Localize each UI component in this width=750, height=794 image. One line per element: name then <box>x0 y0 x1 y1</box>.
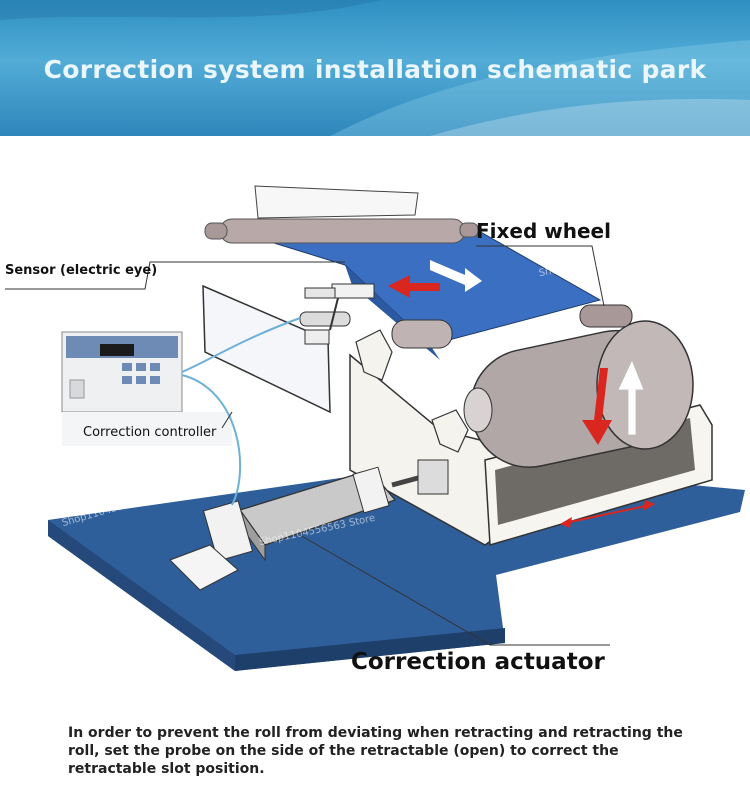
description-caption: In order to prevent the roll from deviat… <box>68 725 683 777</box>
guide-roller <box>579 304 633 328</box>
sensor-bracket-plate <box>202 284 331 414</box>
correction-actuator <box>169 459 449 591</box>
controller-display <box>100 344 134 356</box>
actuator-cable <box>181 374 242 506</box>
material-roll-end <box>596 320 694 450</box>
actuator-label: Correction actuator <box>351 649 605 675</box>
rear-roller <box>391 319 453 349</box>
web-direction-arrow-red <box>388 275 440 298</box>
roll-rotation-arrow-white <box>617 358 645 436</box>
fixed-wheel-shaft-left <box>204 222 228 240</box>
web-direction-arrow-white <box>430 260 482 292</box>
actuator-leader-line <box>299 534 610 646</box>
fixed-wheel-shaft-right <box>459 222 479 238</box>
fixed-wheel-leader-line <box>476 245 605 307</box>
controller-label-panel <box>62 412 232 446</box>
slide-arrow-head-left <box>560 517 572 528</box>
sensor-cable <box>181 317 301 373</box>
banner-wave-decoration <box>0 0 750 136</box>
sensor-electric-eye <box>299 283 375 345</box>
controller-leader-line <box>221 411 233 429</box>
slide-arrow <box>564 504 651 524</box>
correction-controller <box>61 331 183 413</box>
base-plate-front <box>235 628 505 671</box>
roll-shaft <box>463 387 493 433</box>
controller-label: Correction controller <box>83 425 217 440</box>
roll-rotation-arrow-red <box>582 368 612 445</box>
slide-arrow-head-right <box>643 500 655 511</box>
upper-sheet <box>254 185 419 219</box>
page-title: Correction system installation schematic… <box>43 55 707 84</box>
sensor-label: Sensor (electric eye) <box>5 263 158 278</box>
fixed-wheel-label: Fixed wheel <box>476 219 611 243</box>
installation-diagram <box>5 185 745 671</box>
fixed-wheel-roller <box>219 218 466 244</box>
base-plate-edge <box>48 520 235 671</box>
watermark: Shop1104556563 Store <box>92 244 211 255</box>
roller-bracket-left <box>355 329 393 381</box>
header-banner: Correction system installation schematic… <box>0 0 750 136</box>
sensor-leader-line <box>5 261 345 290</box>
roller-bracket-right <box>431 409 469 453</box>
